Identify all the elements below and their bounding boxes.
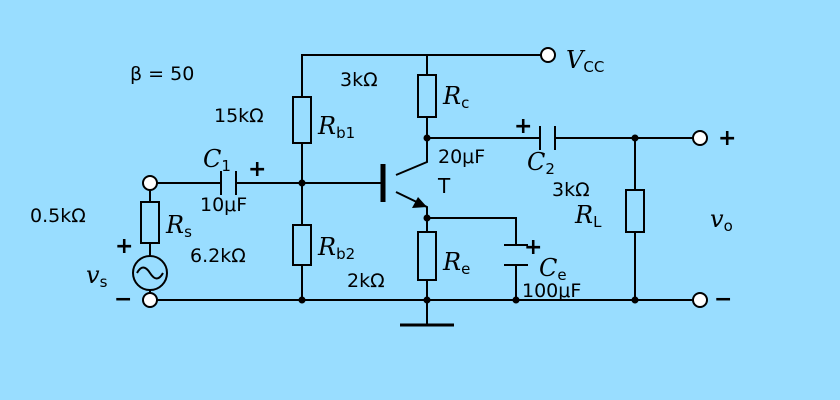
input-minus-sign: − <box>114 287 132 312</box>
vo-label: vo <box>710 205 733 235</box>
rb2-value: 6.2kΩ <box>190 245 246 267</box>
resistor-rb1 <box>292 96 312 144</box>
resistor-rs <box>140 201 160 244</box>
rc-value: 3kΩ <box>340 69 378 91</box>
transistor-t <box>380 164 427 208</box>
vcc-terminal <box>540 47 556 63</box>
rb2-label: Rb2 <box>317 233 355 263</box>
c2-value: 20μF <box>438 146 485 168</box>
input-terminal-bottom <box>142 292 158 308</box>
rb1-value: 15kΩ <box>214 105 264 127</box>
sine-wave-icon <box>136 266 164 280</box>
rc-label: Rc <box>442 82 469 112</box>
ce-value: 100μF <box>522 280 581 302</box>
capacitor-c1 <box>220 171 237 195</box>
junction-dot <box>298 179 306 187</box>
junction-dot <box>423 296 431 304</box>
output-plus-sign: + <box>718 126 736 151</box>
junction-dot <box>423 134 431 142</box>
ce-plus-sign: + <box>524 235 542 260</box>
output-terminal-bottom <box>692 292 708 308</box>
resistor-rl <box>625 189 645 233</box>
junction-dot <box>423 214 431 222</box>
c1-value: 10μF <box>200 194 247 216</box>
junction-dot <box>512 296 520 304</box>
resistor-rb2 <box>292 224 312 266</box>
resistor-re <box>417 231 437 281</box>
output-minus-sign: − <box>714 287 732 312</box>
junction-dot <box>298 296 306 304</box>
rl-value: 3kΩ <box>552 179 590 201</box>
re-value: 2kΩ <box>347 270 385 292</box>
vcc-label: VCC <box>566 46 604 76</box>
rs-value: 0.5kΩ <box>30 205 86 227</box>
c1-plus-sign: + <box>248 157 266 182</box>
capacitor-c2 <box>539 126 556 150</box>
c1-label: C1 <box>203 145 231 175</box>
output-terminal-top <box>692 130 708 146</box>
junction-dot <box>631 296 639 304</box>
resistor-rc <box>417 74 437 118</box>
rs-label: Rs <box>165 211 192 241</box>
emitter-arrow-icon <box>412 197 427 208</box>
capacitor-ce <box>504 244 528 266</box>
terminals <box>142 47 708 308</box>
re-label: Re <box>442 248 470 278</box>
voltage-source-vs <box>132 255 168 291</box>
junction-dot <box>631 134 639 142</box>
rb1-label: Rb1 <box>317 112 355 142</box>
c2-plus-sign: + <box>514 114 532 139</box>
vs-label: vs <box>86 261 108 291</box>
source-plus-sign: + <box>115 234 133 259</box>
transistor-label: T <box>437 174 451 198</box>
rl-label: RL <box>574 201 602 231</box>
c2-label: C2 <box>527 148 555 178</box>
ce-label: Ce <box>539 254 567 284</box>
input-terminal-top <box>142 175 158 191</box>
beta-label: β = 50 <box>130 63 194 85</box>
